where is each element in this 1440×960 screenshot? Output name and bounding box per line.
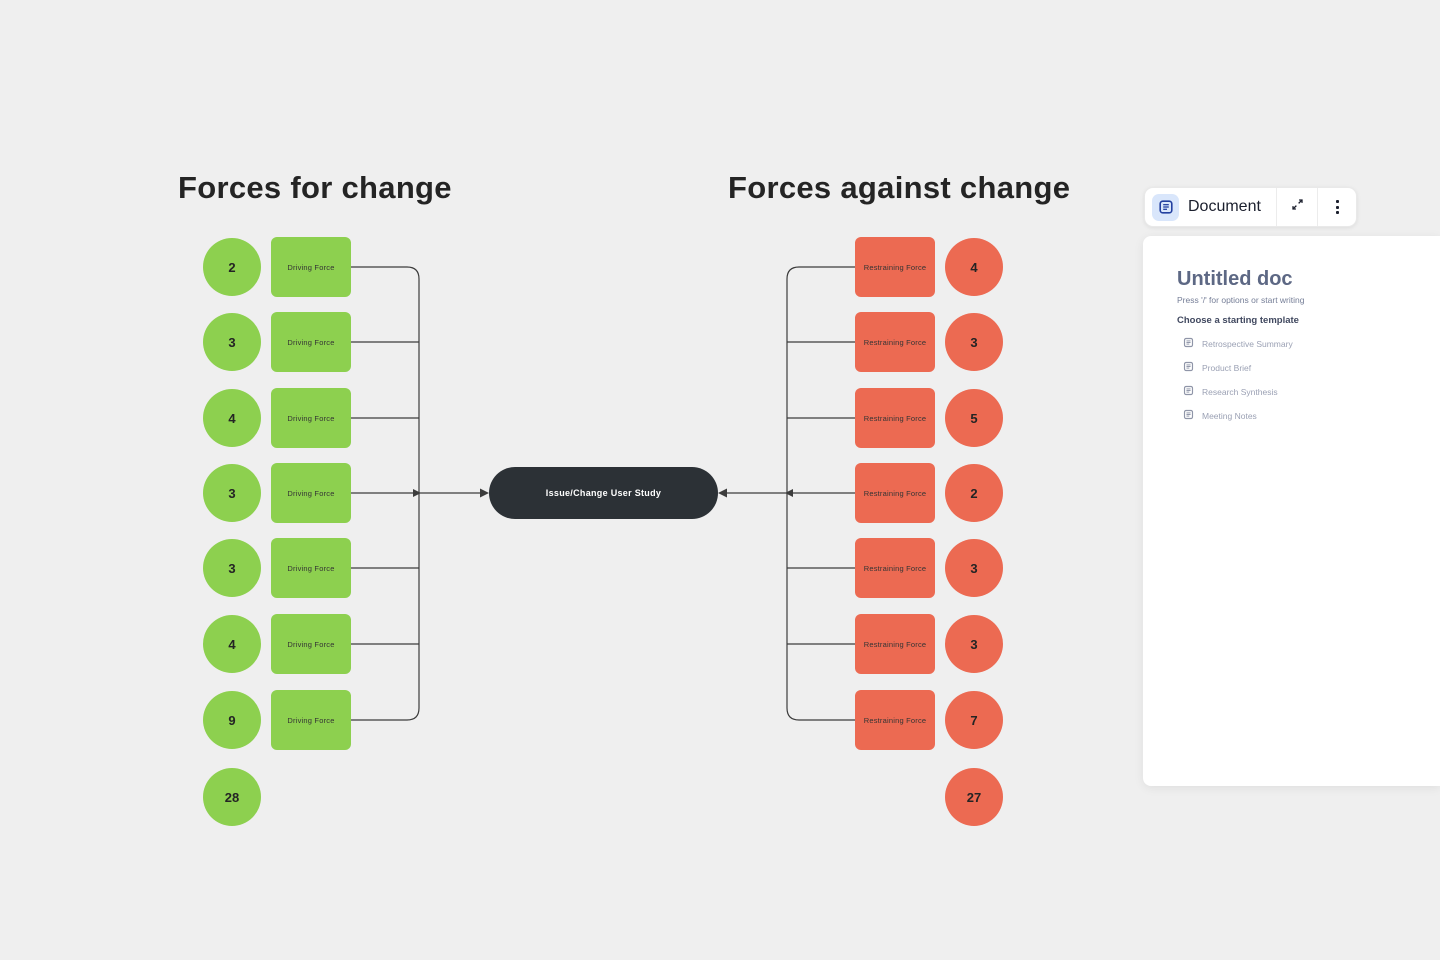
document-panel[interactable]: Untitled doc Press '/' for options or st… <box>1143 236 1440 786</box>
driving-force-note[interactable]: Driving Force <box>271 463 351 523</box>
restraining-force-note[interactable]: Restraining Force <box>855 463 935 523</box>
restraining-force-total[interactable]: 27 <box>945 768 1003 826</box>
restraining-force-note[interactable]: Restraining Force <box>855 312 935 372</box>
expand-icon <box>1290 197 1305 217</box>
driving-force-value[interactable]: 2 <box>203 238 261 296</box>
restraining-force-value[interactable]: 5 <box>945 389 1003 447</box>
template-list: Retrospective Summary Product Brief Rese… <box>1183 332 1293 428</box>
driving-force-note[interactable]: Driving Force <box>271 690 351 750</box>
driving-force-note[interactable]: Driving Force <box>271 237 351 297</box>
restraining-force-value[interactable]: 7 <box>945 691 1003 749</box>
doc-template-icon <box>1183 407 1194 425</box>
restraining-force-value[interactable]: 3 <box>945 313 1003 371</box>
template-item-product-brief[interactable]: Product Brief <box>1183 356 1293 380</box>
template-item-retrospective-summary[interactable]: Retrospective Summary <box>1183 332 1293 356</box>
driving-force-value[interactable]: 9 <box>203 691 261 749</box>
driving-force-value[interactable]: 3 <box>203 313 261 371</box>
more-icon <box>1335 200 1339 214</box>
forces-for-change-title[interactable]: Forces for change <box>178 170 452 205</box>
restraining-force-note[interactable]: Restraining Force <box>855 538 935 598</box>
expand-button[interactable] <box>1276 188 1317 226</box>
doc-template-icon <box>1183 335 1194 353</box>
driving-force-total[interactable]: 28 <box>203 768 261 826</box>
driving-force-value[interactable]: 4 <box>203 389 261 447</box>
restraining-force-value[interactable]: 4 <box>945 238 1003 296</box>
templates-heading: Choose a starting template <box>1177 315 1299 326</box>
document-toolbar: Document <box>1144 187 1357 227</box>
restraining-force-note[interactable]: Restraining Force <box>855 690 935 750</box>
forces-against-change-title[interactable]: Forces against change <box>728 170 1071 205</box>
doc-placeholder-text: Press '/' for options or start writing <box>1177 295 1305 305</box>
driving-force-value[interactable]: 3 <box>203 464 261 522</box>
template-label: Research Synthesis <box>1202 387 1278 397</box>
driving-force-value[interactable]: 3 <box>203 539 261 597</box>
restraining-force-note[interactable]: Restraining Force <box>855 388 935 448</box>
driving-force-note[interactable]: Driving Force <box>271 538 351 598</box>
template-item-meeting-notes[interactable]: Meeting Notes <box>1183 404 1293 428</box>
driving-force-value[interactable]: 4 <box>203 615 261 673</box>
restraining-force-value[interactable]: 3 <box>945 615 1003 673</box>
doc-template-icon <box>1183 383 1194 401</box>
issue-change-pill[interactable]: Issue/Change User Study <box>489 467 718 519</box>
doc-template-icon <box>1183 359 1194 377</box>
template-label: Retrospective Summary <box>1202 339 1293 349</box>
restraining-force-note[interactable]: Restraining Force <box>855 237 935 297</box>
driving-force-note[interactable]: Driving Force <box>271 388 351 448</box>
driving-force-note[interactable]: Driving Force <box>271 312 351 372</box>
more-options-button[interactable] <box>1317 188 1356 226</box>
template-item-research-synthesis[interactable]: Research Synthesis <box>1183 380 1293 404</box>
restraining-force-note[interactable]: Restraining Force <box>855 614 935 674</box>
template-label: Product Brief <box>1202 363 1252 373</box>
doc-title[interactable]: Untitled doc <box>1177 268 1293 290</box>
document-icon <box>1152 193 1179 221</box>
driving-force-note[interactable]: Driving Force <box>271 614 351 674</box>
template-label: Meeting Notes <box>1202 411 1257 421</box>
document-toolbar-label: Document <box>1188 198 1261 215</box>
document-toolbar-label-section[interactable]: Document <box>1145 188 1276 226</box>
restraining-force-value[interactable]: 3 <box>945 539 1003 597</box>
restraining-force-value[interactable]: 2 <box>945 464 1003 522</box>
